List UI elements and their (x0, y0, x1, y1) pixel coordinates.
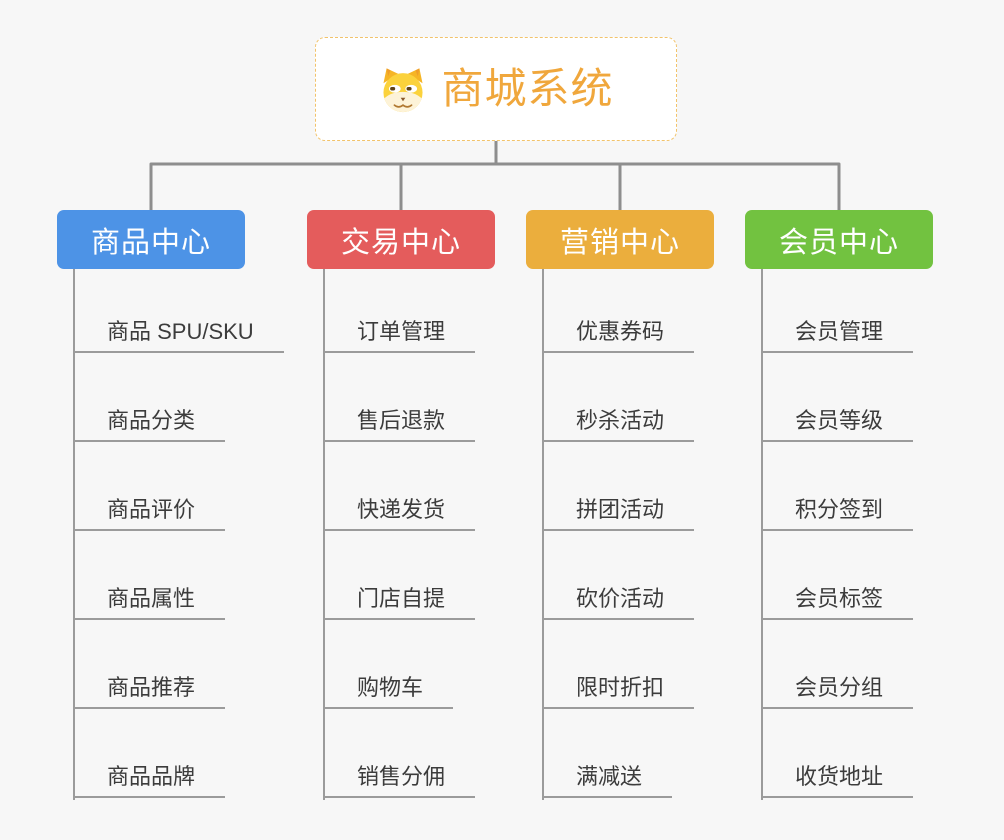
item-row: 会员管理 (763, 269, 914, 353)
item-row: 门店自提 (325, 531, 476, 620)
item-row: 商品评价 (75, 442, 284, 531)
topic-item-flash-sale[interactable]: 秒杀活动 (544, 410, 695, 442)
dog-face-icon (378, 66, 428, 113)
item-row: 商品分类 (75, 353, 284, 442)
topic-item-points-checkin[interactable]: 积分签到 (763, 499, 914, 531)
topic-item-bargain-activity[interactable]: 砍价活动 (544, 588, 695, 620)
topic-item-express-delivery[interactable]: 快递发货 (325, 499, 476, 531)
item-row: 砍价活动 (544, 531, 695, 620)
topic-item-member-tags[interactable]: 会员标签 (763, 588, 914, 620)
item-row: 收货地址 (763, 709, 914, 798)
branch-node-member-center[interactable]: 会员中心 (745, 210, 933, 269)
branch-column-trade-center: 订单管理 售后退款 快递发货 门店自提 购物车 销售分佣 (323, 269, 476, 800)
topic-item-member-level[interactable]: 会员等级 (763, 410, 914, 442)
item-row: 会员等级 (763, 353, 914, 442)
item-row: 会员标签 (763, 531, 914, 620)
topic-item-store-pickup[interactable]: 门店自提 (325, 588, 476, 620)
topic-item-product-spu-sku[interactable]: 商品 SPU/SKU (75, 321, 284, 353)
branch-node-trade-center[interactable]: 交易中心 (307, 210, 495, 269)
topic-item-product-recommend[interactable]: 商品推荐 (75, 677, 226, 709)
branch-node-product-center[interactable]: 商品中心 (57, 210, 245, 269)
branch-bus-line (149, 162, 841, 210)
topic-item-member-management[interactable]: 会员管理 (763, 321, 914, 353)
topic-item-product-attribute[interactable]: 商品属性 (75, 588, 226, 620)
branch-column-member-center: 会员管理 会员等级 积分签到 会员标签 会员分组 收货地址 (761, 269, 914, 800)
item-row: 限时折扣 (544, 620, 695, 709)
item-row: 购物车 (325, 620, 475, 709)
item-row: 快递发货 (325, 442, 476, 531)
topic-item-product-brand[interactable]: 商品品牌 (75, 766, 226, 798)
item-row: 会员分组 (763, 620, 914, 709)
item-row: 订单管理 (325, 269, 476, 353)
topic-item-coupon-code[interactable]: 优惠券码 (544, 321, 695, 353)
branch-column-product-center: 商品 SPU/SKU 商品分类 商品评价 商品属性 商品推荐 商品品牌 (73, 269, 284, 800)
topic-item-spend-and-save[interactable]: 满减送 (544, 766, 673, 798)
item-row: 售后退款 (325, 353, 476, 442)
item-row: 商品品牌 (75, 709, 284, 798)
topic-item-product-review[interactable]: 商品评价 (75, 499, 226, 531)
branch-node-marketing-center[interactable]: 营销中心 (526, 210, 714, 269)
topic-item-shopping-cart[interactable]: 购物车 (325, 677, 454, 709)
item-row: 积分签到 (763, 442, 914, 531)
item-row: 销售分佣 (325, 709, 476, 798)
branch-column-marketing-center: 优惠券码 秒杀活动 拼团活动 砍价活动 限时折扣 满减送 (542, 269, 695, 800)
topic-item-group-buy[interactable]: 拼团活动 (544, 499, 695, 531)
item-row: 商品 SPU/SKU (75, 269, 284, 353)
item-row: 商品推荐 (75, 620, 284, 709)
root-node-label: 商城系统 (441, 65, 614, 112)
topic-item-member-groups[interactable]: 会员分组 (763, 677, 914, 709)
topic-item-aftersale-refund[interactable]: 售后退款 (325, 410, 476, 442)
item-row: 满减送 (544, 709, 694, 798)
item-row: 拼团活动 (544, 442, 695, 531)
topic-item-product-category[interactable]: 商品分类 (75, 410, 226, 442)
topic-item-order-management[interactable]: 订单管理 (325, 321, 476, 353)
topic-item-sales-commission[interactable]: 销售分佣 (325, 766, 476, 798)
root-node-mall-system[interactable]: 商城系统 (315, 37, 677, 141)
topic-item-shipping-address[interactable]: 收货地址 (763, 766, 914, 798)
item-row: 秒杀活动 (544, 353, 695, 442)
item-row: 优惠券码 (544, 269, 695, 353)
item-row: 商品属性 (75, 531, 284, 620)
topic-item-limited-time-discount[interactable]: 限时折扣 (544, 677, 695, 709)
